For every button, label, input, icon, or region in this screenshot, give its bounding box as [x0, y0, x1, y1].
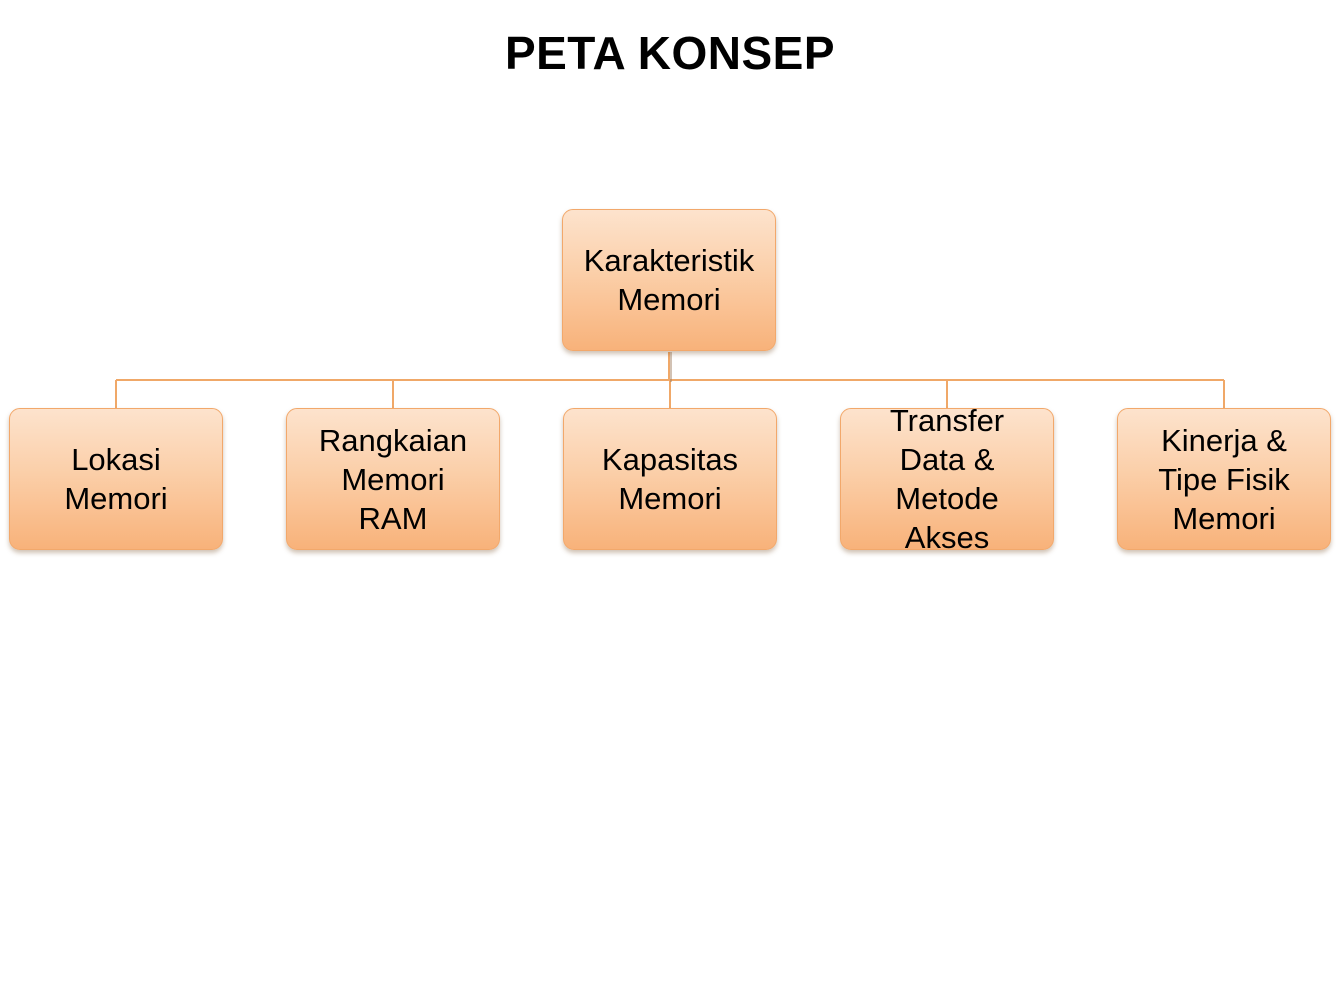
concept-node-root: Karakteristik Memori [562, 209, 776, 351]
concept-node-kapasitas-memori: Kapasitas Memori [563, 408, 777, 550]
concept-node-label: Rangkaian Memori RAM [318, 422, 468, 536]
concept-node-kinerja-tipe-fisik: Kinerja & Tipe Fisik Memori [1117, 408, 1331, 550]
concept-node-label: Karakteristik Memori [583, 243, 755, 317]
concept-node-label: Lokasi Memori [64, 442, 168, 516]
concept-node-lokasi-memori: Lokasi Memori [9, 408, 223, 550]
concept-node-label: Kinerja & Tipe Fisik Memori [1158, 422, 1290, 536]
concept-node-label: Transfer Data & Metode Akses [889, 403, 1005, 555]
page-title: PETA KONSEP [504, 27, 836, 79]
concept-node-transfer-data: Transfer Data & Metode Akses [840, 403, 1054, 555]
concept-node-label: Kapasitas Memori [601, 442, 739, 516]
concept-node-rangkaian-memori-ram: Rangkaian Memori RAM [286, 408, 500, 550]
